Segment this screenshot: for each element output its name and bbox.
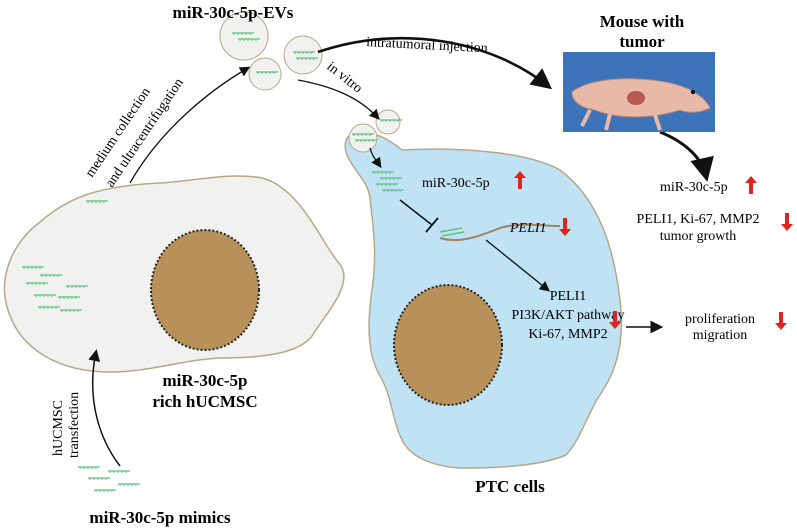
transfection-line1: hUCMSC — [51, 400, 66, 456]
intratumoral-label: intratumoral injection — [366, 35, 488, 56]
arrow-transfection — [88, 349, 121, 467]
pathway-line3: Ki-67, MMP2 — [528, 327, 607, 342]
migration-label: migration — [693, 328, 747, 343]
rich-hucmsc-line1: miR-30c-5p — [163, 371, 248, 390]
cell-mir-label: miR-30c-5p — [422, 176, 490, 191]
mouse-title-line2: tumor — [619, 32, 665, 51]
arrow-medium-collection — [129, 66, 251, 184]
evs-title: miR-30c-5p-EVs — [173, 3, 294, 22]
arrow-intratumoral — [317, 36, 553, 90]
proliferation-label: proliferation — [685, 312, 755, 327]
peli1-mrna — [439, 223, 561, 242]
rich-hucmsc-line2: rich hUCMSC — [152, 392, 257, 411]
extracellular-vesicles — [219, 11, 403, 153]
mimics-label: miR-30c-5p mimics — [89, 508, 231, 527]
pathway-line1: PELI1 — [550, 289, 587, 304]
ptc-nucleus — [393, 284, 503, 406]
arrow-mrna-to-pathway — [485, 239, 551, 292]
pathway-line2: PI3K/AKT pathway — [512, 308, 625, 323]
transfection-line2: transfection — [67, 392, 82, 458]
mimics-mirna-cluster — [77, 466, 141, 493]
mouse-effect-line2: tumor growth — [660, 229, 737, 244]
mouse-photo — [563, 52, 715, 132]
mouse-effect-line1: PELI1, Ki-67, MMP2 — [637, 212, 760, 227]
arrow-uptake — [369, 147, 382, 169]
peli1-mrna-label: PELI1 — [509, 221, 547, 236]
arrow-mouse-effect — [659, 130, 714, 182]
ptc-cells-label: PTC cells — [475, 477, 545, 496]
hucmsc-nucleus — [150, 229, 260, 351]
in-vitro-label: in vitro — [324, 59, 365, 96]
arrow-in-vitro — [297, 79, 380, 120]
mouse-title-line1: Mouse with — [600, 12, 685, 31]
mouse-mir-label: miR-30c-5p — [660, 180, 728, 195]
arrow-mir-to-mrna — [399, 199, 433, 226]
